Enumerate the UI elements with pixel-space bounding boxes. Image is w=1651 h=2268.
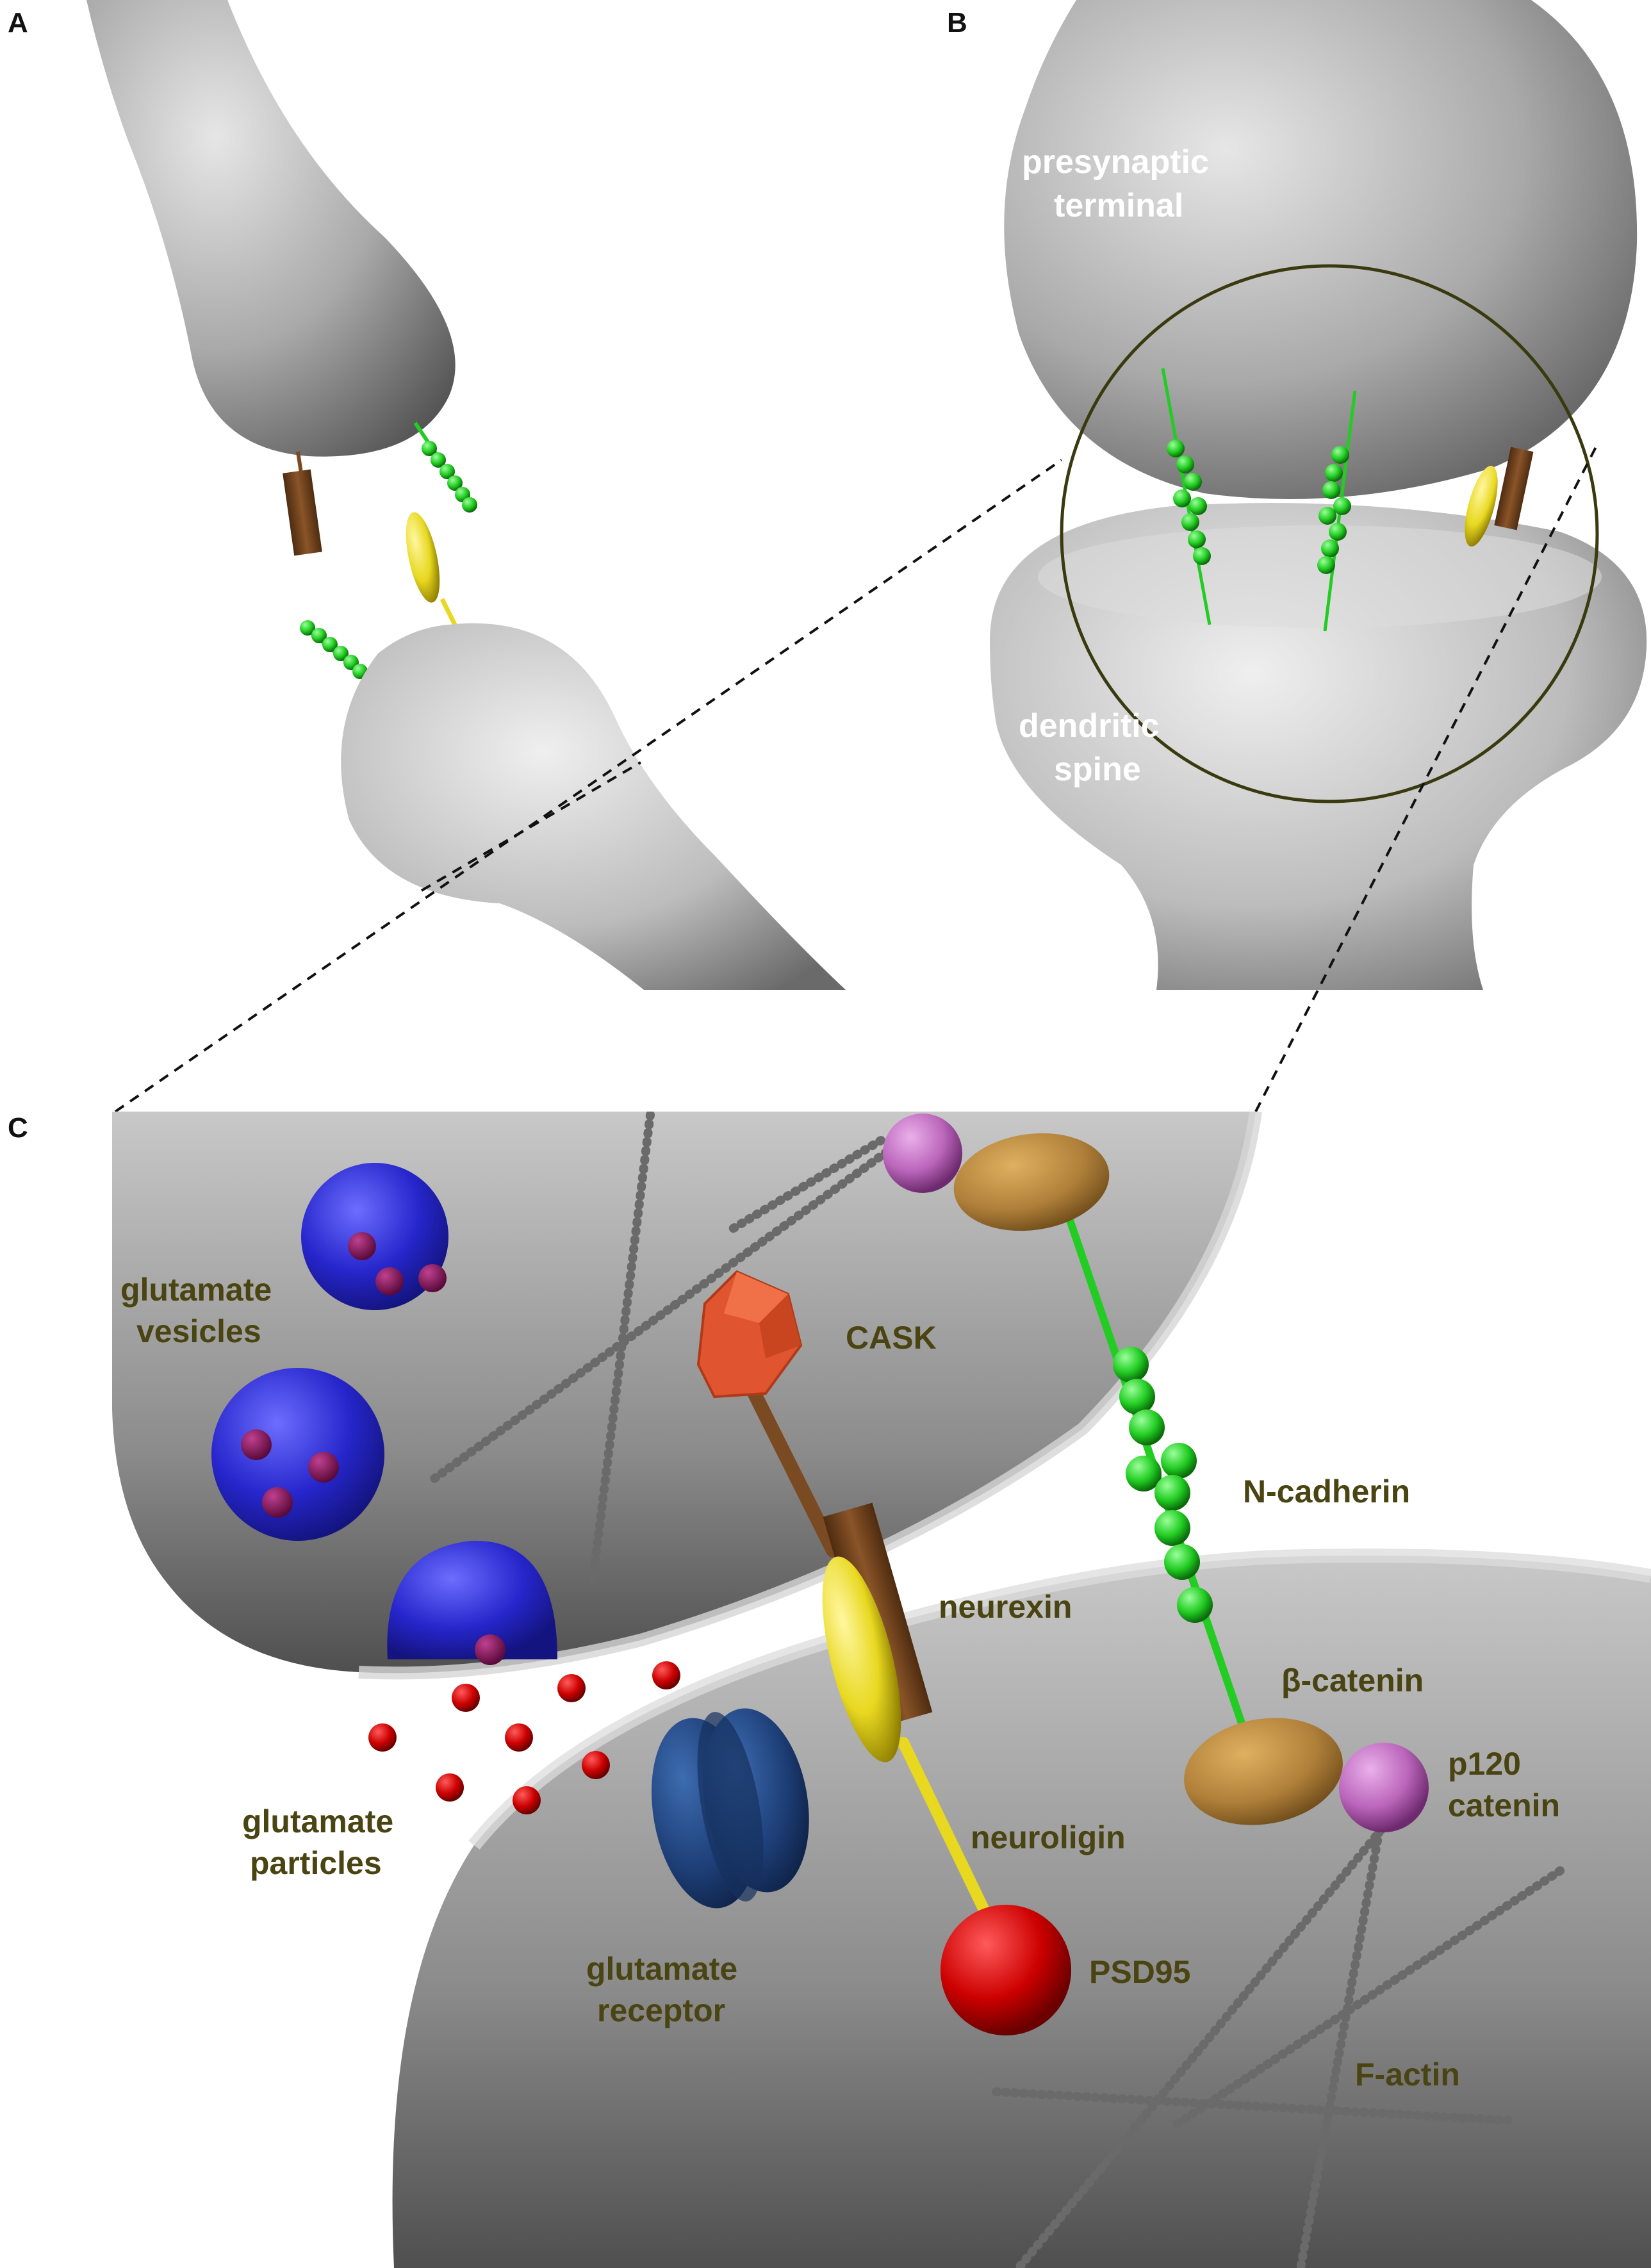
panel-c-n-cadherin [1113, 1347, 1213, 1623]
panel-b-presynaptic-terminal [1004, 0, 1638, 499]
label-glutamate-particles-2: particles [250, 1845, 382, 1881]
panel-b: B [947, 0, 1647, 990]
panel-b-letter: B [947, 7, 967, 38]
panel-c-letter: C [8, 1112, 28, 1144]
label-glutamate-particles-1: glutamate [242, 1804, 393, 1839]
panel-b-neuroligin [1465, 466, 1498, 546]
label-f-actin: F-actin [1355, 2057, 1460, 2092]
label-dendritic-1: dendritic [1019, 707, 1160, 744]
panel-c-beta-catenin-pre [953, 1133, 1110, 1231]
panel-a-n-cadherin-post [300, 620, 370, 681]
panel-b-dendritic-spine [990, 503, 1647, 990]
label-presynaptic-1: presynaptic [1022, 144, 1209, 181]
zoom-guide-lines [114, 441, 1600, 1113]
panel-c-p120-post [1339, 1743, 1429, 1832]
label-dendritic-2: spine [1054, 751, 1141, 788]
panel-b-zoom-circle [1060, 264, 1599, 803]
panel-a-presynaptic-terminal [86, 0, 456, 457]
panel-a: A [8, 0, 846, 990]
label-p120-1: p120 [1448, 1746, 1521, 1782]
label-n-cadherin: N-cadherin [1243, 1474, 1410, 1509]
panel-a-letter: A [8, 7, 28, 38]
label-beta-catenin: β-catenin [1281, 1663, 1424, 1698]
panel-c-n-cadherin-complex [726, 1113, 1429, 2268]
label-glutamate-vesicles-1: glutamate [120, 1272, 272, 1308]
label-cask: CASK [846, 1320, 937, 1356]
panel-a-neuroligin [406, 512, 440, 603]
label-glutamate-receptor-1: glutamate [586, 1951, 737, 1987]
panel-b-n-cadherin-2 [1317, 390, 1357, 632]
panel-c-actin-post [992, 1818, 1565, 2268]
panel-a-n-cadherin-pre [413, 422, 477, 513]
panel-c-vesicle-2 [211, 1368, 384, 1541]
panel-c-glutamate-receptor [652, 1708, 809, 1909]
panel-c-vesicle-1 [301, 1163, 448, 1310]
panel-c-glutamate-particles [368, 1661, 680, 1814]
panel-a-neurexin [283, 469, 322, 556]
label-presynaptic-2: terminal [1054, 187, 1183, 224]
panel-b-n-cadherin-1 [1161, 368, 1212, 625]
panel-c-neuroligin [822, 1556, 901, 1763]
panel-b-neurexin [1494, 447, 1534, 530]
panel-c-psd95 [940, 1905, 1071, 2035]
panel-c-p120-pre [883, 1113, 962, 1193]
panel-c-beta-catenin-post [1184, 1718, 1343, 1825]
label-neuroligin: neuroligin [971, 1820, 1126, 1855]
label-glutamate-vesicles-2: vesicles [136, 1313, 261, 1349]
panel-c-actin-pre [428, 1112, 898, 1587]
label-p120-2: catenin [1448, 1787, 1560, 1823]
panel-c: C [8, 1112, 1651, 2268]
panel-c-neuroligin-psd95 [822, 1556, 1071, 2035]
label-psd95: PSD95 [1089, 1954, 1190, 1990]
label-glutamate-receptor-2: receptor [597, 1993, 725, 2028]
panel-a-dendritic-spine [341, 623, 846, 990]
label-neurexin: neurexin [939, 1589, 1072, 1625]
panel-c-vesicle-3 [387, 1540, 557, 1665]
